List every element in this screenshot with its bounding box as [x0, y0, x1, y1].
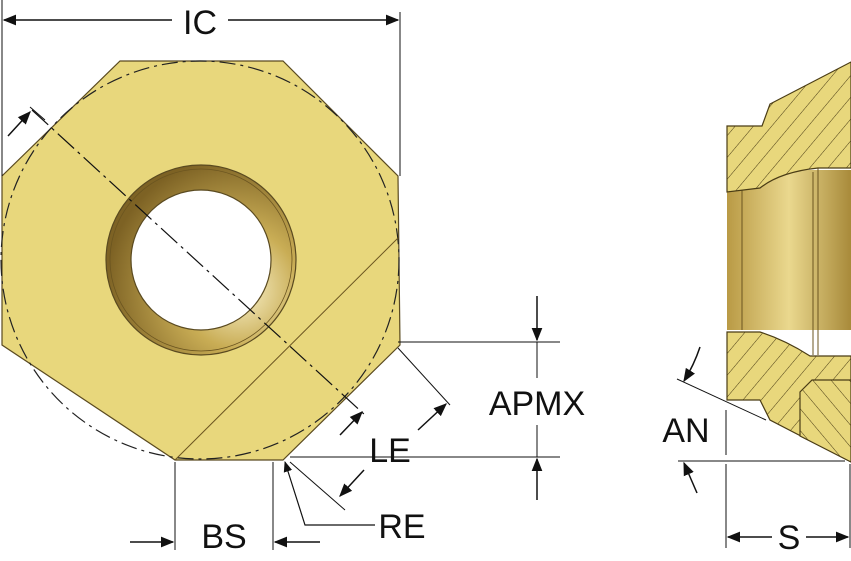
re-label: RE — [378, 508, 425, 546]
ic-diagonal-arrow — [7, 111, 31, 137]
insert-section-view — [726, 61, 851, 463]
ic-dimension: IC — [1, 0, 401, 176]
apmx-dimension: APMX — [290, 296, 585, 500]
cutting-edge-line — [174, 237, 399, 461]
le-dimension: LE — [289, 347, 451, 511]
s-label: S — [778, 519, 801, 557]
bore-surface — [727, 170, 851, 330]
re-leader: RE — [283, 460, 426, 546]
bs-label: BS — [201, 518, 246, 556]
le-label: LE — [369, 432, 411, 470]
section-upper-hatched — [726, 61, 851, 193]
apmx-label: APMX — [489, 385, 585, 423]
inscribed-circle — [0, 60, 400, 460]
section-insert-piece — [799, 379, 851, 463]
bs-dimension: BS — [130, 462, 320, 556]
ic-diagonal-ext — [29, 106, 46, 121]
diagonal-centerline — [31, 109, 366, 416]
s-dimension: S — [725, 410, 851, 557]
an-dimension: AN — [662, 346, 845, 494]
an-label: AN — [662, 412, 709, 450]
ic-label: IC — [183, 4, 217, 42]
insert-top-view — [0, 60, 401, 461]
center-hole — [130, 189, 272, 331]
hole-ring-inner-edge — [109, 168, 293, 352]
